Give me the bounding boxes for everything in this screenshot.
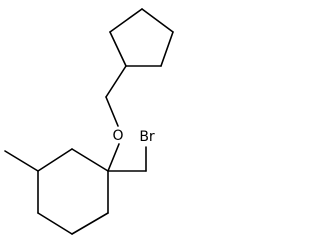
bond	[4, 150, 39, 172]
bond	[109, 8, 143, 33]
bond	[71, 212, 109, 235]
bond	[105, 65, 127, 98]
oxygen-atom-label: O	[112, 128, 123, 144]
methylene-ether-linker	[105, 65, 127, 172]
bond	[37, 212, 73, 235]
methyl-group	[4, 150, 39, 172]
cyclopentane-ring	[109, 8, 174, 67]
cyclohexane-ring	[37, 148, 109, 235]
bond	[160, 31, 174, 67]
bond	[37, 148, 73, 172]
bond	[109, 31, 127, 67]
bond	[71, 148, 109, 172]
chemical-structure-diagram: O Br	[4, 8, 174, 235]
bromomethyl-group	[107, 146, 147, 172]
bond	[107, 143, 120, 172]
bond	[141, 8, 174, 33]
bromine-atom-label: Br	[139, 129, 155, 145]
bond	[105, 96, 119, 127]
